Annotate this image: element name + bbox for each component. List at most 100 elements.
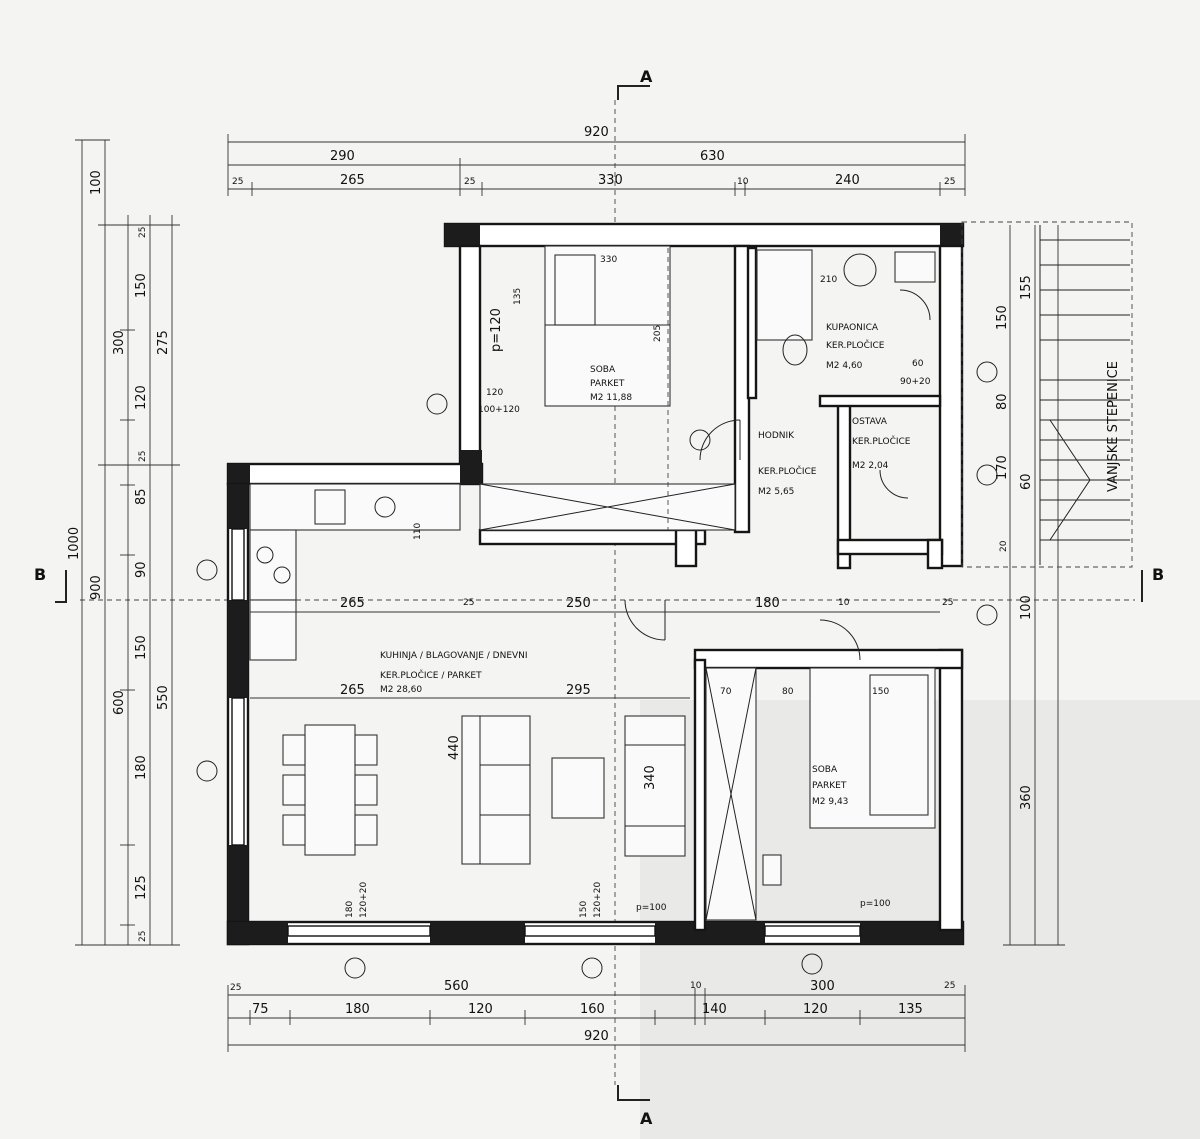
dim-top-c5: 10 bbox=[737, 177, 749, 187]
dim-right-8: 20 bbox=[999, 540, 1009, 552]
opening-o14: 150 bbox=[872, 687, 889, 697]
dim-top-c6: 240 bbox=[835, 173, 860, 188]
section-b-right: B bbox=[1152, 565, 1164, 584]
dim-bot-e1: 25 bbox=[230, 983, 241, 993]
dim-bot-d: 25 bbox=[944, 981, 955, 991]
dim-top-c4: 330 bbox=[598, 173, 623, 188]
room-bedroom1-name: SOBA bbox=[590, 365, 616, 375]
room-hall-floor: KER.PLOČICE bbox=[758, 465, 817, 477]
opening-o18: 330 bbox=[600, 255, 617, 265]
room-bedroom2-area: M2 9,43 bbox=[812, 797, 848, 807]
opening-o11: 90+20 bbox=[900, 377, 931, 387]
interior-dimensions: 265 25 250 180 10 25 265 295 440 340 bbox=[250, 596, 953, 790]
bedroom-2-furniture bbox=[705, 667, 936, 921]
dining-furniture bbox=[282, 724, 378, 856]
grid-markers bbox=[196, 361, 998, 979]
opening-o9: 120+20 bbox=[593, 882, 603, 918]
dim-mid-7: 265 bbox=[340, 683, 365, 698]
room-storage-name: OSTAVA bbox=[852, 417, 888, 427]
dim-right-6: 100 bbox=[1019, 595, 1034, 620]
room-bedroom2-name: SOBA bbox=[812, 765, 838, 775]
dim-right-7: 360 bbox=[1019, 785, 1034, 810]
dim-bot-e8: 135 bbox=[898, 1002, 923, 1017]
dim-top-c7: 25 bbox=[944, 177, 955, 187]
opening-o2: 120 bbox=[486, 388, 503, 398]
interior-walls bbox=[478, 244, 944, 932]
bottom-dimensions: 560 10 300 25 25 75 180 120 160 140 120 … bbox=[227, 979, 966, 1052]
room-bathroom-name: KUPAONICA bbox=[826, 323, 879, 333]
dim-top-b: 630 bbox=[700, 149, 725, 164]
dim-top-c2: 265 bbox=[340, 173, 365, 188]
opening-o1: p=120 bbox=[489, 308, 504, 352]
opening-o12: 70 bbox=[720, 687, 732, 697]
stairs-label: VANJSKE STEPENICE bbox=[1106, 361, 1121, 492]
dim-right-5: 60 bbox=[1019, 473, 1034, 490]
dim-left-d: 600 bbox=[112, 690, 127, 715]
bedroom-1-furniture bbox=[479, 245, 736, 531]
room-bathroom-area: M2 4,60 bbox=[826, 361, 863, 371]
opening-o5: p=100 bbox=[860, 899, 891, 909]
opening-o13: 80 bbox=[782, 687, 794, 697]
room-hall-area: M2 5,65 bbox=[758, 487, 794, 497]
dim-right-2: 150 bbox=[995, 305, 1010, 330]
opening-o8: 150 bbox=[579, 901, 589, 918]
room-storage-area: M2 2,04 bbox=[852, 461, 889, 471]
opening-o19: 210 bbox=[820, 275, 837, 285]
dim-left-c: 300 bbox=[112, 330, 127, 355]
bathroom-fixtures bbox=[756, 249, 936, 366]
dim-left-b: 900 bbox=[89, 575, 104, 600]
opening-o17: 135 bbox=[513, 288, 523, 305]
room-labels: SOBA PARKET M2 11,88 KUPAONICA KER.PLOČI… bbox=[380, 323, 911, 807]
dim-mid-1: 265 bbox=[340, 596, 365, 611]
dim-top-c1: 25 bbox=[232, 177, 243, 187]
dim-mid-8: 295 bbox=[566, 683, 591, 698]
dim-top-total: 920 bbox=[584, 125, 609, 140]
opening-o15: 110 bbox=[413, 523, 423, 540]
dim-left-e1: 25 bbox=[138, 227, 148, 238]
dim-left-e10: 25 bbox=[138, 931, 148, 942]
section-a-bottom: A bbox=[640, 1109, 653, 1128]
opening-o10: 60 bbox=[912, 359, 924, 369]
living-furniture bbox=[461, 715, 686, 865]
doors bbox=[624, 289, 931, 661]
dim-top-a: 290 bbox=[330, 149, 355, 164]
dim-bot-e7: 120 bbox=[803, 1002, 828, 1017]
opening-annotations: p=120 120 100+120 p=100 p=100 180 120+20… bbox=[345, 255, 931, 918]
dim-bot-e3: 180 bbox=[345, 1002, 370, 1017]
opening-o7: 120+20 bbox=[359, 882, 369, 918]
dim-top-c3: 25 bbox=[464, 177, 475, 187]
dim-mid-10: 340 bbox=[643, 765, 658, 790]
dim-bot-b: 10 bbox=[690, 981, 702, 991]
dim-left-e2: 150 bbox=[134, 273, 149, 298]
room-living-name: KUHINJA / BLAGOVANJE / DNEVNI bbox=[380, 651, 528, 661]
opening-o4: p=100 bbox=[636, 903, 667, 913]
dim-bot-total: 920 bbox=[584, 1029, 609, 1044]
dim-right-3: 80 bbox=[995, 393, 1010, 410]
dim-bot-e2: 75 bbox=[252, 1002, 269, 1017]
room-hall-name: HODNIK bbox=[758, 431, 795, 441]
dim-bot-e4: 120 bbox=[468, 1002, 493, 1017]
dim-left-e3: 120 bbox=[134, 385, 149, 410]
room-living-area: M2 28,60 bbox=[380, 685, 422, 695]
dim-bot-a: 560 bbox=[444, 979, 469, 994]
dim-left-a: 100 bbox=[89, 170, 104, 195]
dim-left-f1: 275 bbox=[156, 330, 171, 355]
left-dimensions: 1000 100 900 300 600 25 150 120 25 85 90… bbox=[67, 139, 180, 946]
dim-left-e5: 85 bbox=[134, 488, 149, 505]
room-living-floor: KER.PLOČICE / PARKET bbox=[380, 669, 482, 681]
dim-mid-2: 25 bbox=[463, 598, 474, 608]
dim-bot-c: 300 bbox=[810, 979, 835, 994]
windows bbox=[231, 528, 861, 937]
opening-o6: 180 bbox=[345, 901, 355, 918]
room-bedroom1-area: M2 11,88 bbox=[590, 393, 632, 403]
kitchen-furniture bbox=[249, 483, 461, 661]
dim-mid-4: 180 bbox=[755, 596, 780, 611]
dim-mid-5: 10 bbox=[838, 598, 850, 608]
dim-left-total: 1000 bbox=[67, 527, 82, 560]
dim-left-e7: 150 bbox=[134, 635, 149, 660]
right-dimensions: 155 150 80 170 60 100 360 20 bbox=[995, 225, 1065, 946]
section-a-top: A bbox=[640, 67, 653, 86]
dim-bot-e6: 140 bbox=[702, 1002, 727, 1017]
room-bedroom1-floor: PARKET bbox=[590, 379, 625, 389]
